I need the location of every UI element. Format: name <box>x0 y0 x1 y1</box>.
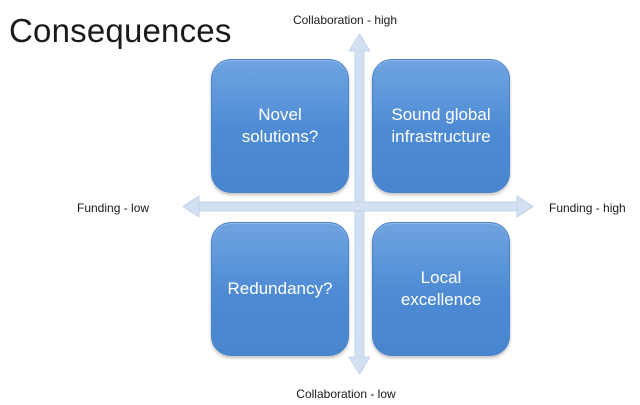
quadrant-top-left-label: Novel solutions? <box>241 105 319 146</box>
quadrant-bottom-left-label: Redundancy? <box>227 279 333 298</box>
axis-label-top: Collaboration - high <box>292 13 398 27</box>
arrow-up-icon <box>348 33 371 52</box>
arrow-left-icon <box>182 195 200 218</box>
page-title: Consequences <box>9 12 232 49</box>
axis-label-left: Funding - low <box>77 201 150 215</box>
quadrant-bottom-right: Local excellence <box>372 222 510 356</box>
axis-label-bottom: Collaboration - low <box>296 387 396 401</box>
axis-label-right: Funding - high <box>549 201 626 215</box>
quadrant-top-right: Sound global infrastructure <box>372 59 510 193</box>
quadrant-top-left: Novel solutions? <box>211 59 349 193</box>
quadrant-bottom-left: Redundancy? <box>211 222 349 356</box>
horizontal-axis-shaft <box>197 201 519 212</box>
arrow-right-icon <box>516 195 534 218</box>
quadrant-top-right-label: Sound global infrastructure <box>391 105 491 146</box>
arrow-down-icon <box>348 356 371 375</box>
quadrant-bottom-right-label: Local excellence <box>400 268 482 309</box>
